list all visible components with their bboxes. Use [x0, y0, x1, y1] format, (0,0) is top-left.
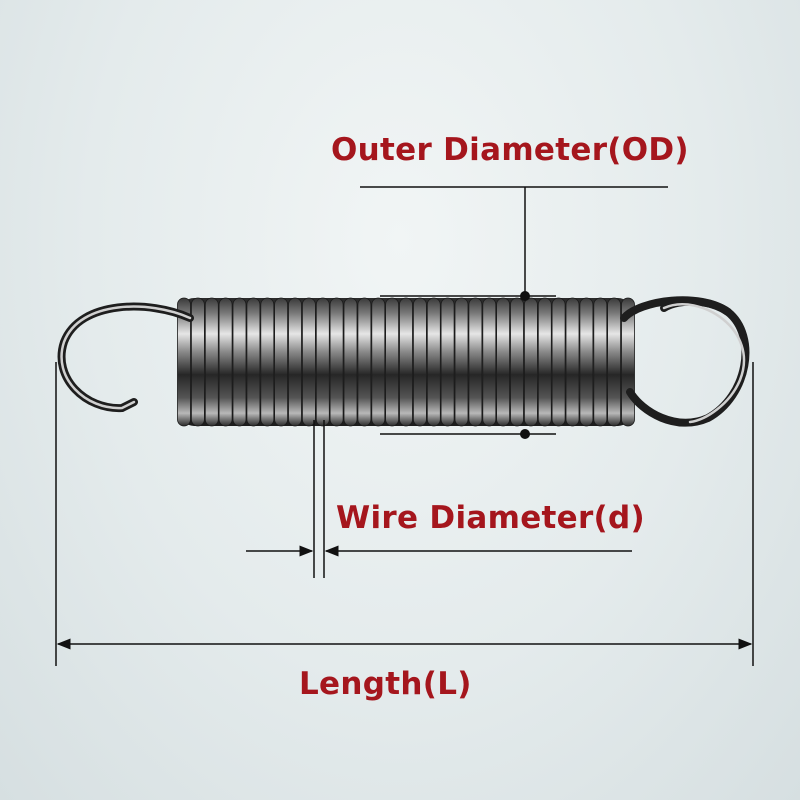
wire-diameter-dimension	[246, 420, 632, 578]
spring-coil	[329, 297, 344, 427]
spring-coil	[524, 297, 538, 427]
extension-spring-icon	[57, 296, 750, 427]
spring-coils	[177, 297, 635, 427]
left-hook-highlight	[60, 305, 192, 410]
spring-coil	[343, 297, 358, 427]
spring-coil	[315, 297, 330, 427]
spring-coil	[288, 297, 302, 427]
spring-coil	[454, 297, 469, 427]
spring-coil	[579, 297, 594, 427]
spring-coil	[190, 297, 205, 427]
spring-coil	[232, 297, 247, 427]
outer-diameter-label: Outer Diameter(OD)	[331, 132, 689, 168]
wire-diameter-label: Wire Diameter(d)	[336, 500, 645, 536]
spring-coil	[412, 297, 427, 427]
spring-coil	[371, 297, 386, 427]
right-hook	[620, 296, 750, 427]
length-label: Length(L)	[299, 666, 472, 702]
spring-coil	[482, 297, 497, 427]
od-top-dot	[520, 291, 530, 301]
spring-coil	[537, 297, 552, 427]
outer-diameter-dimension	[360, 186, 668, 439]
spring-coil	[496, 297, 511, 427]
spring-coil	[177, 297, 191, 427]
spring-coil	[246, 297, 261, 427]
spring-coil	[274, 297, 289, 427]
spring-coil	[260, 297, 275, 427]
length-dimension	[55, 362, 754, 666]
spring-coil	[399, 297, 413, 427]
spring-coil	[551, 297, 566, 427]
spring-coil	[357, 297, 372, 427]
right-hook-highlight	[662, 303, 746, 424]
spring-coil	[468, 297, 483, 427]
spring-coil	[204, 297, 219, 427]
spring-coil	[385, 297, 400, 427]
spring-coil	[218, 297, 233, 427]
spring-coil	[593, 297, 608, 427]
spring-coil	[510, 297, 524, 427]
spring-coil	[565, 297, 580, 427]
spring-coil	[607, 297, 621, 427]
spring-coil	[440, 297, 455, 427]
spring-coil	[301, 297, 316, 427]
spring-coil	[426, 297, 441, 427]
od-bottom-dot	[520, 429, 530, 439]
